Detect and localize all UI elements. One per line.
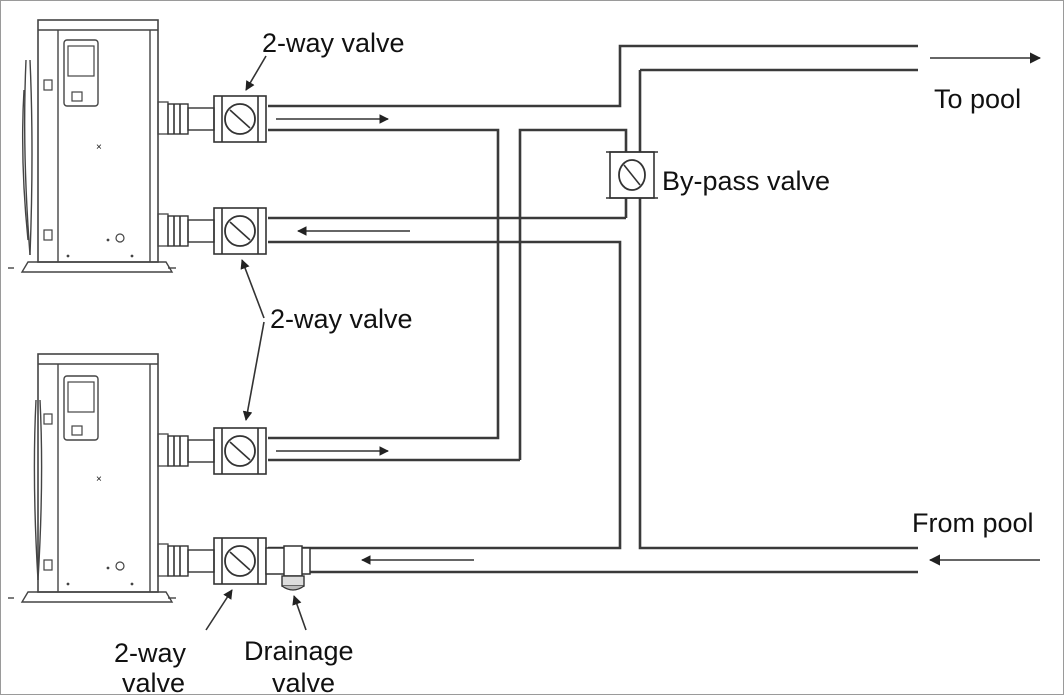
label-two-way-valve-bottom: 2-way <box>114 638 187 668</box>
heat-pump-unit-icon: × <box>8 353 176 603</box>
svg-text:×: × <box>96 142 102 153</box>
flow-arrow-icon <box>276 52 1042 566</box>
label-two-way-valve-top: 2-way valve <box>262 28 405 58</box>
drainage-valve-icon <box>265 545 311 591</box>
label-drainage-valve-2: valve <box>272 668 335 695</box>
two-way-valve-icon <box>213 537 267 585</box>
callout-arrows <box>205 55 307 631</box>
label-two-way-valve-middle: 2-way valve <box>270 304 413 334</box>
heat-pump-unit-icon: × <box>8 19 176 273</box>
label-two-way-valve-bottom-2: valve <box>122 668 185 695</box>
pipe-fittings <box>167 103 215 577</box>
label-from-pool: From pool <box>912 508 1034 538</box>
svg-text:×: × <box>96 474 102 485</box>
label-bypass-valve: By-pass valve <box>662 166 830 196</box>
two-way-valve-icon <box>213 95 267 143</box>
two-way-valve-icon <box>213 207 267 255</box>
two-way-valve-icon <box>213 427 267 475</box>
label-to-pool: To pool <box>934 84 1021 114</box>
label-drainage-valve: Drainage <box>244 636 354 666</box>
bypass-valve-icon <box>606 151 658 199</box>
